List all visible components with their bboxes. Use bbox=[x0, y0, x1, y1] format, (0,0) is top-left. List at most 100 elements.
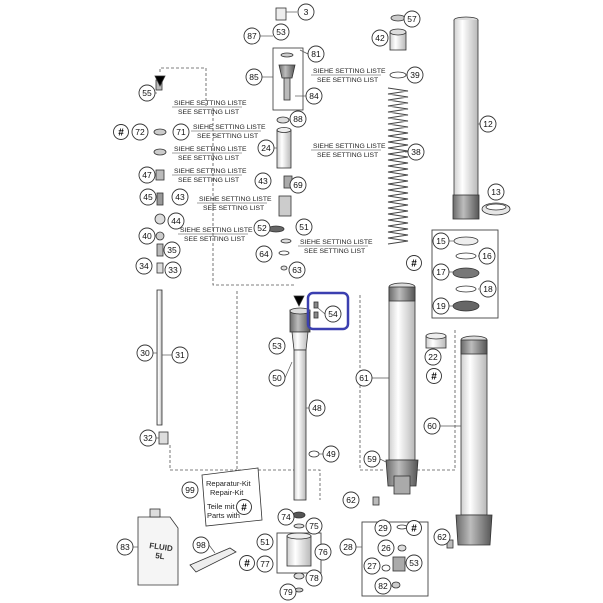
callout-number: 30 bbox=[140, 348, 150, 358]
spring-38 bbox=[387, 87, 409, 245]
callout-45: 45 bbox=[139, 188, 157, 206]
hash-symbol: # bbox=[411, 259, 417, 270]
piston-45 bbox=[156, 192, 164, 206]
callout-circle bbox=[355, 369, 373, 387]
callout-31: 31 bbox=[171, 346, 189, 364]
callout-number: 28 bbox=[343, 542, 353, 552]
callout-number: 15 bbox=[436, 236, 446, 246]
callout-69: 69 bbox=[289, 176, 307, 194]
part-40 bbox=[155, 231, 165, 241]
callout-circle bbox=[254, 172, 272, 190]
setting-labels: SIEHE SETTING LISTE SEE SETTING LIST SIEHE… bbox=[172, 68, 386, 255]
callout-number: 3 bbox=[304, 7, 309, 17]
callout-71: 71 bbox=[172, 123, 190, 141]
callout-circle bbox=[305, 569, 323, 587]
callout-24: 24 bbox=[257, 139, 275, 157]
callout-26: 26 bbox=[377, 539, 395, 557]
callout-52: 52 bbox=[253, 219, 271, 237]
callout-18: 18 bbox=[479, 280, 497, 298]
callout-number: 78 bbox=[309, 573, 319, 583]
setting-label-en: SEE SETTING LIST bbox=[197, 133, 258, 140]
callout-circle bbox=[374, 519, 392, 537]
fluid-can-text: FLUID 5L bbox=[149, 541, 174, 561]
callout-number: 18 bbox=[483, 284, 493, 294]
callout-circle bbox=[308, 399, 326, 417]
hash-symbol: # bbox=[431, 372, 437, 383]
part-53b bbox=[392, 556, 406, 572]
callout-number: 99 bbox=[185, 485, 195, 495]
leader-line bbox=[299, 49, 309, 55]
repair-kit-line3: Teile mit bbox=[207, 502, 235, 511]
hash-markers: ###### bbox=[113, 124, 442, 571]
callout-81: 81 bbox=[307, 45, 325, 63]
callout-circle bbox=[305, 87, 323, 105]
setting-label-de: SIEHE SETTING LISTE bbox=[199, 196, 272, 203]
callout-87: 87 bbox=[243, 27, 261, 45]
callout-number: 98 bbox=[196, 540, 206, 550]
callout-number: 83 bbox=[120, 542, 130, 552]
ring-88 bbox=[276, 116, 290, 124]
setting-label-en: SEE SETTING LIST bbox=[178, 109, 239, 116]
bolt-62b bbox=[446, 539, 454, 549]
callout-75: 75 bbox=[305, 517, 323, 535]
hash-symbol: # bbox=[244, 559, 250, 570]
o-ring-64 bbox=[278, 250, 290, 256]
setting-label-de: SIEHE SETTING LISTE bbox=[180, 227, 253, 234]
setting-label: SIEHE SETTING LISTE SEE SETTING LIST bbox=[172, 100, 247, 116]
fluid-label: FLUID bbox=[149, 541, 174, 553]
callout-38: 38 bbox=[407, 143, 425, 161]
repair-kit-line4: Parts with bbox=[207, 511, 240, 520]
setting-label-en: SEE SETTING LIST bbox=[317, 152, 378, 159]
callout-circle bbox=[433, 528, 451, 546]
callout-62: 62 bbox=[342, 491, 360, 509]
callout-78: 78 bbox=[305, 569, 323, 587]
setting-label-de: SIEHE SETTING LISTE bbox=[174, 100, 247, 107]
callout-83: 83 bbox=[116, 538, 134, 556]
callout-47: 47 bbox=[138, 166, 156, 184]
callout-43: 43 bbox=[254, 172, 272, 190]
callout-12: 12 bbox=[479, 115, 497, 133]
callout-77: 77 bbox=[256, 555, 274, 573]
callout-circle bbox=[405, 554, 423, 572]
callout-circle bbox=[138, 166, 156, 184]
callout-circle bbox=[424, 348, 442, 366]
callout-number: 17 bbox=[436, 267, 446, 277]
callout-number: 38 bbox=[411, 147, 421, 157]
leader-lines bbox=[133, 11, 480, 587]
callout-circle bbox=[164, 261, 182, 279]
callout-circle bbox=[324, 305, 342, 323]
cartridge-head-85 bbox=[272, 47, 304, 111]
callout-circle bbox=[167, 212, 185, 230]
callout-circle bbox=[339, 538, 357, 556]
seal-52 bbox=[267, 225, 285, 233]
callout-13: 13 bbox=[487, 183, 505, 201]
fluid-can-83 bbox=[137, 508, 179, 586]
ring-78 bbox=[293, 572, 305, 580]
callout-number: 16 bbox=[482, 251, 492, 261]
callout-circle bbox=[423, 417, 441, 435]
callout-50: 50 bbox=[268, 369, 286, 387]
repair-kit-text: Reparatur-Kit Repair-Kit Teile mit Parts… bbox=[206, 479, 252, 520]
callout-72: 72 bbox=[131, 123, 149, 141]
callout-64: 64 bbox=[255, 245, 273, 263]
callout-number: 63 bbox=[292, 265, 302, 275]
shim-72 bbox=[153, 128, 167, 136]
callout-circle bbox=[245, 68, 263, 86]
callout-circle bbox=[406, 66, 424, 84]
hash-marker: # bbox=[426, 368, 442, 384]
callout-number: 50 bbox=[272, 373, 282, 383]
callout-28: 28 bbox=[339, 538, 357, 556]
ring-75 bbox=[293, 523, 305, 529]
callout-number: 79 bbox=[283, 587, 293, 597]
callout-number: 43 bbox=[258, 176, 268, 186]
callout-circle bbox=[268, 369, 286, 387]
callout-34: 34 bbox=[135, 257, 153, 275]
callout-22: 22 bbox=[424, 348, 442, 366]
callout-circle bbox=[139, 188, 157, 206]
cap-part-3 bbox=[275, 7, 287, 21]
callout-79: 79 bbox=[279, 583, 297, 601]
callout-number: 55 bbox=[142, 88, 152, 98]
callout-number: 53 bbox=[409, 558, 419, 568]
callout-39: 39 bbox=[406, 66, 424, 84]
